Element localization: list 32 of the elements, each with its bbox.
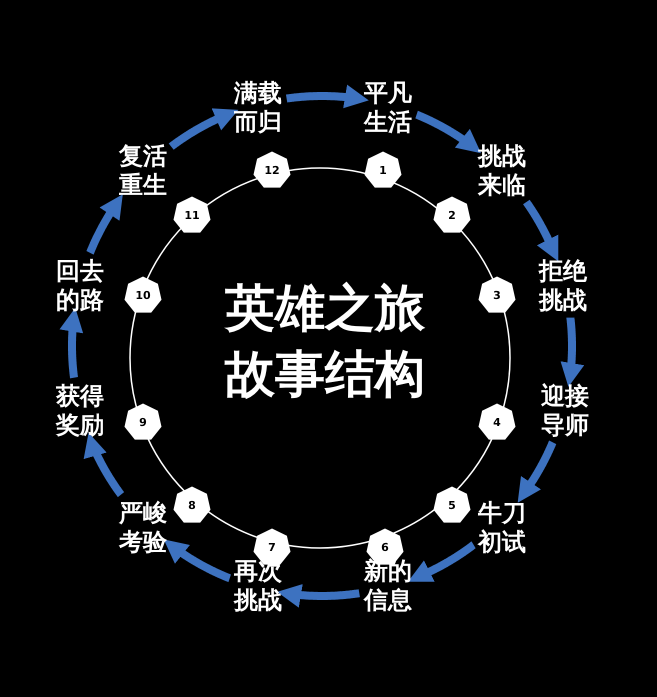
arrow — [60, 308, 84, 382]
number-heptagon: 5 — [432, 485, 472, 525]
stage-label: 挑战来临 — [477, 141, 527, 199]
number-heptagon: 9 — [123, 402, 163, 442]
number-heptagon: 10 — [123, 275, 163, 315]
stage-label: 满载而归 — [233, 78, 283, 136]
number-heptagon: 4 — [477, 402, 517, 442]
stage-label: 获得奖励 — [55, 381, 105, 439]
number-heptagon: 2 — [432, 195, 472, 235]
number-heptagon: 8 — [172, 485, 212, 525]
stage-label: 牛刀初试 — [477, 498, 527, 556]
arrow — [277, 584, 363, 608]
number-heptagon: 3 — [477, 275, 517, 315]
title: 英雄之旅故事结构 — [223, 277, 426, 405]
number-heptagon: 1 — [363, 150, 403, 190]
number-heptagon: 12 — [252, 150, 292, 190]
number-heptagon: 11 — [172, 195, 212, 235]
arrow — [168, 108, 238, 150]
arrow — [518, 438, 556, 503]
stage-label: 拒绝挑战 — [538, 256, 588, 314]
stage-label: 平凡生活 — [363, 78, 413, 136]
arrow — [86, 194, 123, 256]
arrow — [283, 84, 369, 108]
arrow — [522, 198, 558, 262]
stage-label: 迎接导师 — [540, 381, 590, 439]
stage-label: 复活重生 — [118, 141, 168, 199]
stage-label: 回去的路 — [55, 256, 105, 314]
arrow — [84, 432, 125, 498]
arrow — [413, 110, 482, 154]
arrow — [164, 539, 234, 582]
stage-label: 严峻考验 — [118, 498, 168, 556]
arrow — [408, 541, 478, 582]
